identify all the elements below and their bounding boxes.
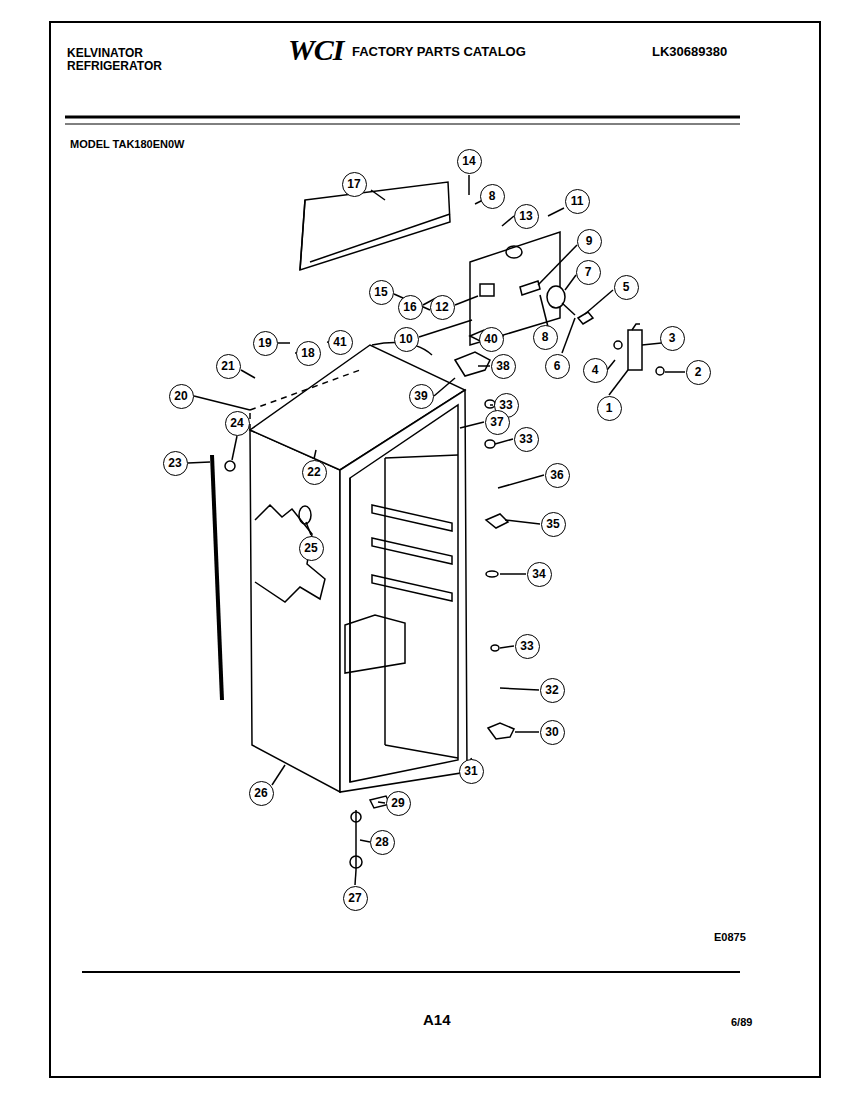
model-number: MODEL TAK180EN0W bbox=[70, 138, 185, 150]
callout-number: 38 bbox=[491, 354, 516, 379]
callout-number: 33 bbox=[515, 634, 540, 659]
callout-number: 9 bbox=[577, 229, 602, 254]
callout-number: 6 bbox=[545, 354, 570, 379]
callout-number: 14 bbox=[457, 149, 482, 174]
callout-number: 34 bbox=[527, 562, 552, 587]
callout-number: 27 bbox=[343, 886, 368, 911]
callout-number: 33 bbox=[514, 427, 539, 452]
callout-number: 35 bbox=[541, 512, 566, 537]
callout-number: 4 bbox=[583, 358, 608, 383]
callout-number: 32 bbox=[540, 678, 565, 703]
callout-number: 8 bbox=[533, 325, 558, 350]
callout-number: 23 bbox=[163, 451, 188, 476]
callout-number: 18 bbox=[296, 341, 321, 366]
callout-number: 30 bbox=[540, 720, 565, 745]
callout-number: 10 bbox=[394, 327, 419, 352]
callout-number: 41 bbox=[328, 330, 353, 355]
callout-number: 17 bbox=[342, 172, 367, 197]
logo: WCI bbox=[288, 33, 343, 66]
callout-number: 40 bbox=[479, 327, 504, 352]
callout-number: 1 bbox=[597, 396, 622, 421]
callout-number: 31 bbox=[459, 759, 484, 784]
callout-number: 39 bbox=[409, 384, 434, 409]
callout-number: 26 bbox=[249, 781, 274, 806]
callout-number: 36 bbox=[545, 463, 570, 488]
callout-number: 11 bbox=[565, 189, 590, 214]
callout-number: 20 bbox=[169, 384, 194, 409]
callout-number: 2 bbox=[686, 360, 711, 385]
callout-number: 16 bbox=[398, 295, 423, 320]
callout-number: 24 bbox=[225, 411, 250, 436]
callout-number: 37 bbox=[485, 410, 510, 435]
callout-number: 28 bbox=[370, 830, 395, 855]
callout-number: 15 bbox=[369, 280, 394, 305]
brand-name: KELVINATOR REFRIGERATOR bbox=[67, 47, 182, 73]
catalog-title: FACTORY PARTS CATALOG bbox=[352, 45, 526, 59]
callout-number: 7 bbox=[576, 260, 601, 285]
callout-number: 19 bbox=[253, 331, 278, 356]
callout-number: 29 bbox=[386, 791, 411, 816]
callout-number: 22 bbox=[302, 460, 327, 485]
date: 6/89 bbox=[731, 1016, 752, 1028]
callout-number: 21 bbox=[216, 354, 241, 379]
callout-number: 8 bbox=[480, 184, 505, 209]
callout-number: 13 bbox=[514, 204, 539, 229]
callout-number: 5 bbox=[614, 275, 639, 300]
catalog-number: LK30689380 bbox=[652, 45, 727, 59]
callout-number: 12 bbox=[430, 295, 455, 320]
callout-number: 3 bbox=[660, 326, 685, 351]
callout-number: 25 bbox=[299, 536, 324, 561]
page-number: A14 bbox=[423, 1012, 451, 1029]
diagram-code: E0875 bbox=[714, 931, 746, 943]
